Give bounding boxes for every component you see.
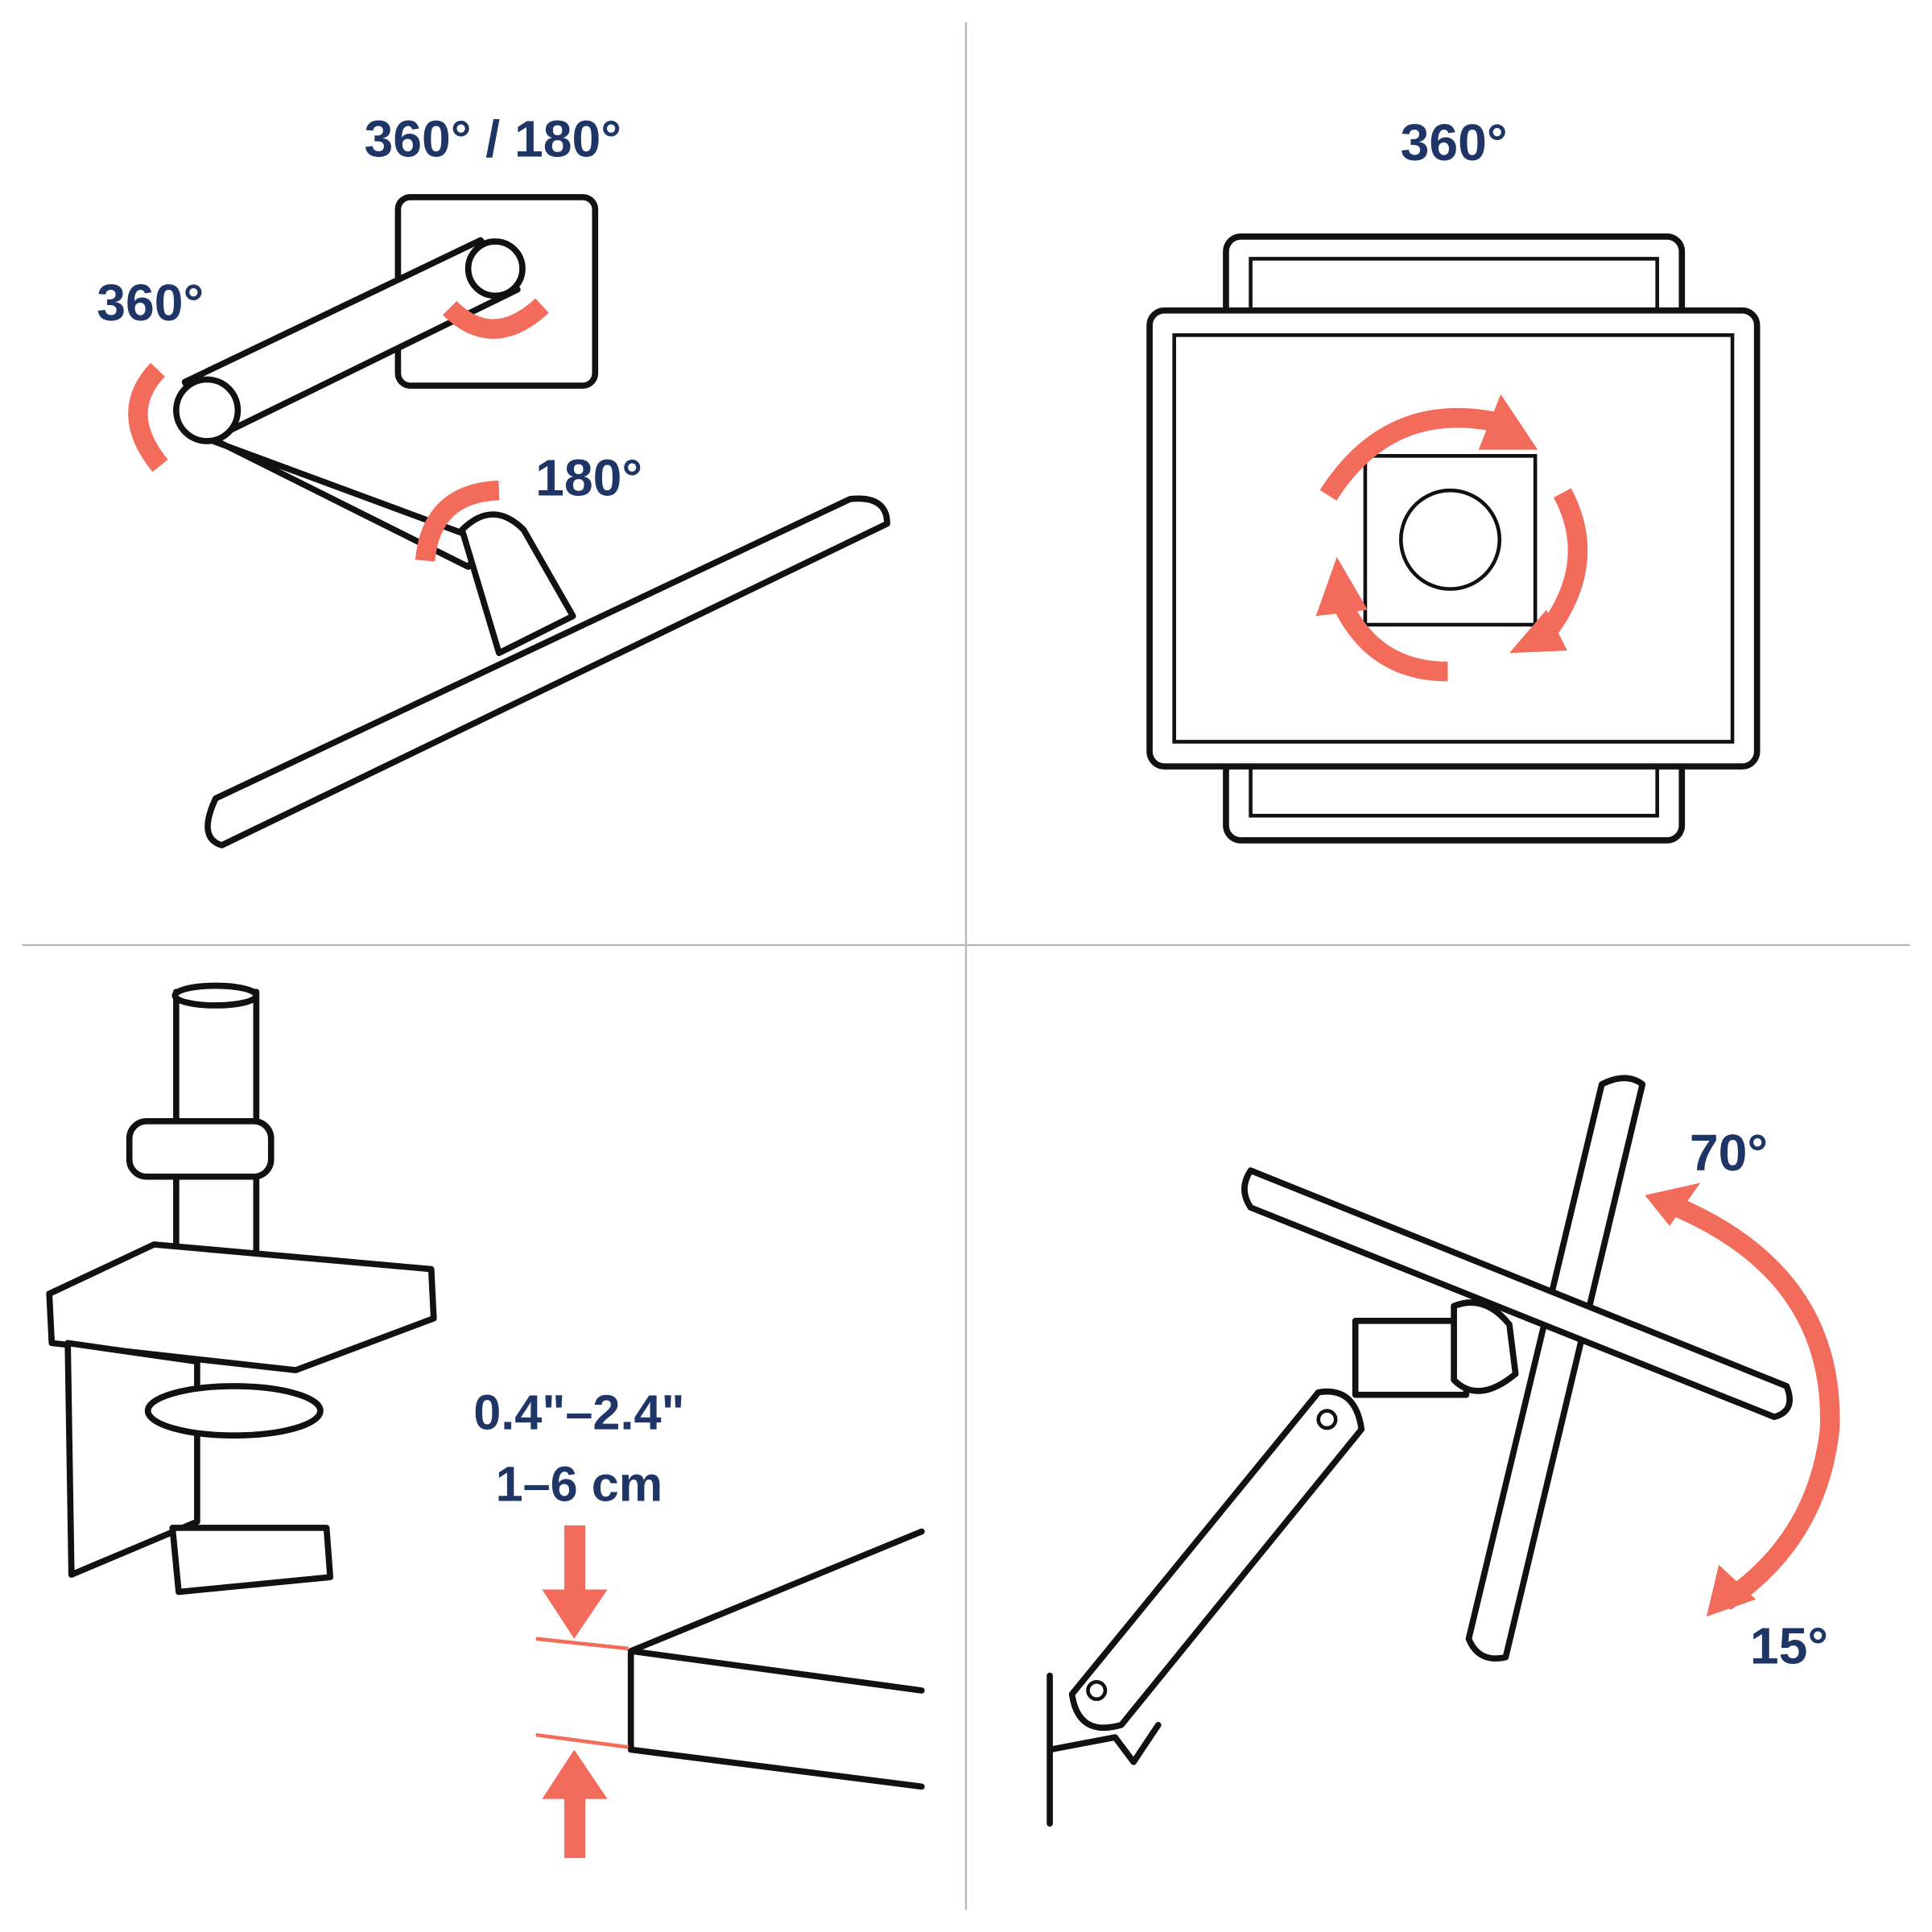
arm-base	[1046, 1672, 1162, 1827]
arrowhead	[1509, 609, 1567, 654]
lower-arm	[181, 422, 490, 570]
arrowhead	[1645, 1183, 1701, 1226]
label-70: 70°	[1690, 1124, 1768, 1182]
desk-edge	[627, 1528, 925, 1790]
base-rotate-arrow	[415, 480, 500, 562]
down-arrow	[542, 1525, 608, 1639]
monitor-landscape	[1146, 307, 1761, 770]
clamp-pad	[144, 1383, 324, 1439]
tilt-hinge	[1451, 1299, 1519, 1394]
tilt-pivot	[464, 238, 526, 299]
tilt-arrow	[1659, 1191, 1840, 1610]
clamp-screw-foot	[169, 1525, 334, 1596]
monitor-tilted-down	[1465, 1075, 1646, 1662]
arm-rotation-panel: 360° / 180° 360° 180°	[97, 109, 890, 848]
thickness-line-top	[535, 1637, 629, 1651]
pivot	[1316, 1409, 1338, 1430]
label-360-180: 360° / 180°	[365, 109, 621, 167]
arrowhead	[1478, 394, 1538, 450]
clamp-top	[46, 1241, 437, 1373]
thickness-inches: 0.4"–2.4"	[473, 1385, 684, 1440]
thickness-line-bottom	[535, 1732, 629, 1749]
elbow-pivot	[173, 376, 242, 444]
desk-clamp-panel: 0.4"–2.4" 1–6 cm	[46, 982, 925, 1859]
monitor-tilted-up	[1241, 1167, 1793, 1421]
arrowhead	[1706, 1564, 1757, 1617]
label-15: 15°	[1750, 1616, 1828, 1674]
pivot	[1086, 1679, 1108, 1702]
tilt-panel: 70° 15°	[1046, 1075, 1840, 1827]
up-arrow	[542, 1749, 608, 1859]
arrowhead	[1315, 556, 1368, 617]
vesa-center-hole	[1399, 488, 1502, 591]
monitor-rotation-panel: 360°	[1146, 114, 1761, 844]
label-360: 360°	[1401, 114, 1508, 171]
arm	[1068, 1388, 1365, 1732]
rotate-arrow-right	[1532, 488, 1588, 647]
rotate-arrow-top	[1319, 407, 1513, 501]
arm-joint	[459, 511, 576, 657]
rotate-arrow	[128, 362, 168, 473]
label-360: 360°	[97, 274, 204, 332]
monitor-edge	[204, 495, 890, 848]
swivel-arrow	[443, 298, 549, 339]
pole-collar	[126, 1118, 275, 1180]
pole-top	[171, 982, 260, 1009]
tilt-bracket	[1352, 1317, 1470, 1398]
label-180: 180°	[535, 448, 642, 506]
thickness-cm: 1–6 cm	[496, 1456, 663, 1511]
vesa-plate	[1363, 454, 1538, 627]
monitor-landscape-screen	[1172, 333, 1735, 744]
